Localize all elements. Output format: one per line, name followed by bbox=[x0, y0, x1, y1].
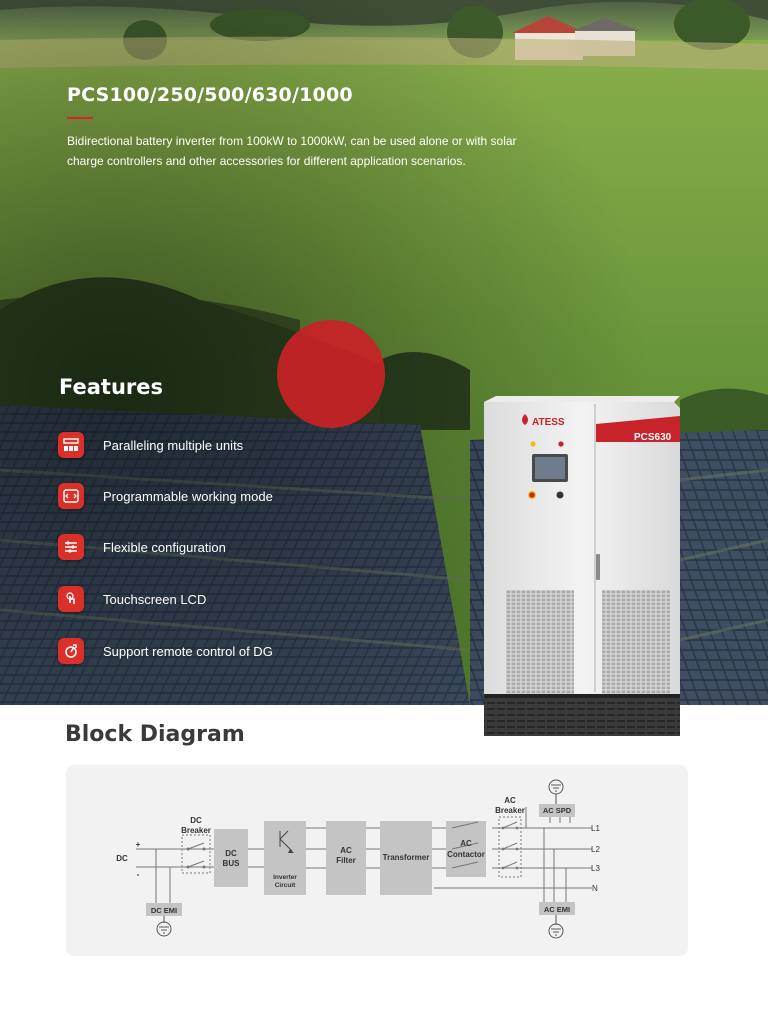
ground-icon bbox=[156, 916, 172, 937]
line-l2-label: L2 bbox=[591, 845, 600, 854]
solar-farm-background bbox=[0, 0, 768, 705]
feature-label: Programmable working mode bbox=[103, 488, 273, 504]
door-handle bbox=[596, 554, 600, 580]
ac-contactor-label-2: Contactor bbox=[447, 850, 485, 859]
dc-bus-label-1: DC bbox=[225, 849, 237, 858]
feature-item-touchscreen: Touchscreen LCD bbox=[58, 585, 206, 613]
features-heading: Features bbox=[59, 375, 163, 399]
cabinet-model-text: PCS630 bbox=[634, 432, 672, 443]
dc-breaker-label-2: Breaker bbox=[181, 826, 211, 835]
right-vent bbox=[602, 590, 670, 698]
line-n-label: N bbox=[592, 884, 598, 893]
atess-logo-icon bbox=[522, 414, 528, 425]
title-underline bbox=[67, 117, 93, 119]
hero-section: PCS100/250/500/630/1000 Bidirectional ba… bbox=[0, 0, 768, 705]
touchscreen-icon bbox=[58, 586, 84, 612]
left-vent bbox=[506, 590, 574, 698]
feature-item-configuration: Flexible configuration bbox=[58, 533, 226, 561]
product-subtitle: Bidirectional battery inverter from 100k… bbox=[67, 134, 517, 168]
dc-breaker-label-1: DC bbox=[190, 816, 202, 825]
line-l1-label: L1 bbox=[591, 824, 600, 833]
feature-item-paralleling: Paralleling multiple units bbox=[58, 431, 243, 459]
feature-label: Paralleling multiple units bbox=[103, 437, 244, 453]
ground-icon bbox=[548, 779, 564, 804]
feature-label: Support remote control of DG bbox=[103, 643, 273, 659]
ac-breaker-label-2: Breaker bbox=[495, 806, 525, 815]
inverter-circuit-label-1: Inverter bbox=[273, 874, 297, 881]
emergency-stop-button bbox=[527, 490, 537, 500]
dc-minus-label: - bbox=[137, 870, 140, 879]
configuration-icon bbox=[58, 534, 84, 560]
transformer-label: Transformer bbox=[383, 853, 430, 862]
product-title: PCS100/250/500/630/1000 bbox=[67, 84, 353, 106]
accent-circle bbox=[277, 320, 385, 428]
ac-filter-label-2: Filter bbox=[336, 856, 356, 865]
programmable-mode-icon bbox=[58, 483, 84, 509]
ac-breaker-label-1: AC bbox=[504, 796, 516, 805]
block-diagram-panel: DC + - DC Breaker DC BUS Inverter Circui… bbox=[66, 765, 688, 956]
dc-plus-label: + bbox=[136, 840, 141, 849]
inverter-circuit-label-2: Circuit bbox=[275, 882, 296, 889]
dc-bus-label-2: BUS bbox=[223, 859, 241, 868]
feature-label: Flexible configuration bbox=[103, 539, 226, 555]
cabinet-base bbox=[484, 694, 680, 736]
dc-emi-label: DC EMI bbox=[151, 906, 177, 915]
ground-icon bbox=[548, 915, 564, 939]
feature-label: Touchscreen LCD bbox=[103, 591, 207, 607]
parallel-units-icon bbox=[58, 432, 84, 458]
remote-control-icon bbox=[58, 638, 84, 664]
pcs-cabinet-image: ATESS PCS630 bbox=[484, 396, 680, 736]
block-diagram-heading: Block Diagram bbox=[65, 722, 245, 747]
line-l3-label: L3 bbox=[591, 864, 600, 873]
feature-item-remote-dg: Support remote control of DG bbox=[58, 637, 273, 665]
ac-spd-label: AC SPD bbox=[543, 806, 572, 815]
feature-item-programmable: Programmable working mode bbox=[58, 482, 273, 510]
cabinet-brand: ATESS bbox=[522, 414, 565, 428]
cabinet-brand-text: ATESS bbox=[532, 417, 565, 428]
ac-filter-label-1: AC bbox=[340, 846, 352, 855]
dc-label: DC bbox=[116, 854, 128, 863]
ac-emi-label: AC EMI bbox=[544, 905, 570, 914]
block-diagram: DC + - DC Breaker DC BUS Inverter Circui… bbox=[116, 779, 600, 939]
ac-contactor-label-1: AC bbox=[460, 839, 472, 848]
